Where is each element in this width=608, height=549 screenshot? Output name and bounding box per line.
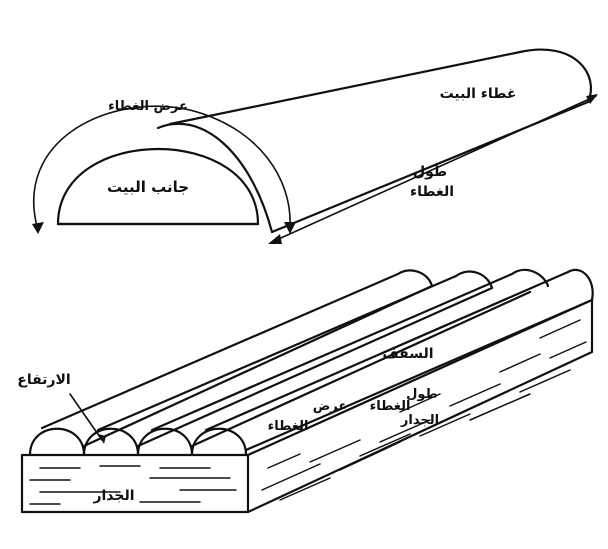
- roof-line-7: [204, 270, 570, 432]
- side-wall: [246, 298, 594, 514]
- back-arch-1: [396, 269, 434, 288]
- front-wall-label: الجدار: [92, 488, 134, 504]
- height-pointer-arrowhead: [98, 434, 106, 444]
- cover-label: غطاء البيت: [440, 86, 517, 102]
- cover-width-arrow: [32, 105, 291, 231]
- side-wall-label: الجدار: [400, 413, 439, 428]
- roof-line-8: [244, 298, 594, 452]
- roof-line-3: [96, 274, 458, 432]
- front-wall-hatching: [29, 465, 237, 505]
- cover-length-arrow: [271, 95, 597, 243]
- front-arch-1: [28, 427, 86, 457]
- greenhouse-roof-top-line: [168, 50, 522, 126]
- back-arch-2: [454, 270, 494, 290]
- multi-tunnel-structure: الارتفاع السقف عرض الغطاء طول الغطاء الج…: [17, 268, 594, 514]
- side-label: جانب البيت: [107, 178, 189, 196]
- back-arch-3: [510, 268, 550, 288]
- roof-line-1: [40, 272, 400, 430]
- cover-width-arrowhead-right: [284, 222, 296, 234]
- side-wall-hatching: [261, 319, 587, 501]
- wall-length-label-1: طول: [406, 387, 438, 402]
- cover-length-arrowhead-top: [586, 94, 598, 104]
- height-pointer-line: [69, 393, 103, 441]
- length-label-2: الغطاء: [410, 184, 454, 200]
- cover-width-arrowhead-left: [32, 222, 44, 234]
- roof-line-5: [150, 272, 514, 432]
- roof-width-label-1: عرض: [313, 399, 347, 414]
- greenhouse-end-arch: [56, 147, 260, 226]
- greenhouse-far-end-curve: [518, 48, 593, 104]
- length-label-1: طول: [413, 164, 447, 180]
- roof-line-6: [190, 290, 532, 448]
- tunnel-greenhouse: غطاء البيت عرض الغطاء جانب البيت طول الغ…: [32, 48, 598, 244]
- wall-length-label-2: الغطاء: [370, 399, 411, 414]
- cover-length-arrowhead-bottom: [268, 234, 282, 244]
- roof-width-label-2: الغطاء: [268, 419, 309, 434]
- roof-line-4: [136, 286, 494, 448]
- roof-line-2: [82, 284, 434, 448]
- roof-label: السقف: [382, 346, 433, 362]
- back-arch-4: [566, 268, 594, 302]
- height-label: الارتفاع: [17, 372, 70, 388]
- cover-width-label: عرض الغطاء: [108, 99, 188, 114]
